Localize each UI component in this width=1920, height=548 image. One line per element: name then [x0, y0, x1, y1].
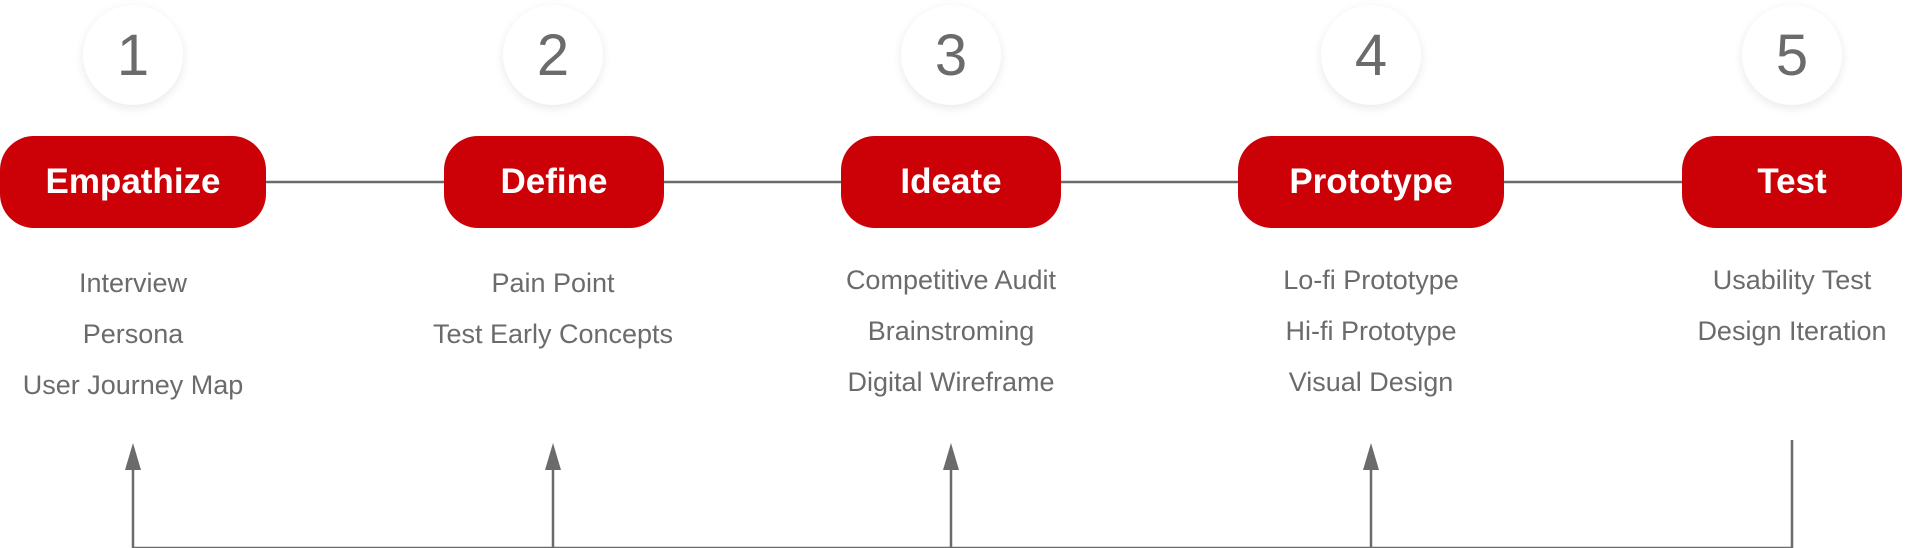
stage-item: Brainstroming	[867, 316, 1035, 346]
stage-items-3: Competitive Audit Brainstroming Digital …	[791, 255, 1111, 408]
stage-pill-define: Define	[444, 136, 664, 228]
stage-items-5: Usability Test Design Iteration	[1632, 255, 1920, 357]
stage-item: Persona	[82, 319, 184, 349]
stage-number-4: 4	[1321, 5, 1421, 105]
feedback-arrow-head-1	[125, 443, 141, 470]
stage-item: Interview	[78, 268, 188, 298]
stage-item: Pain Point	[491, 268, 615, 298]
feedback-arrow-head-2	[545, 443, 561, 470]
stage-item: Design Iteration	[1697, 316, 1887, 346]
feedback-arrow-head-3	[943, 443, 959, 470]
stage-item: User Journey Map	[22, 370, 244, 400]
stage-pill-ideate: Ideate	[841, 136, 1061, 228]
stage-number-5: 5	[1742, 5, 1842, 105]
stage-item: Usability Test	[1712, 265, 1872, 295]
stage-item: Digital Wireframe	[847, 367, 1055, 397]
stage-item: Lo-fi Prototype	[1283, 265, 1459, 295]
stage-items-4: Lo-fi Prototype Hi-fi Prototype Visual D…	[1211, 255, 1531, 408]
stage-item: Competitive Audit	[845, 265, 1057, 295]
stage-pill-test: Test	[1682, 136, 1902, 228]
stage-item: Visual Design	[1288, 367, 1454, 397]
stage-pill-empathize: Empathize	[0, 136, 266, 228]
stage-number-2: 2	[503, 5, 603, 105]
stage-number-3: 3	[901, 5, 1001, 105]
stage-items-2: Pain Point Test Early Concepts	[393, 258, 713, 360]
stage-number-1: 1	[83, 5, 183, 105]
stage-item: Test Early Concepts	[432, 319, 674, 349]
stage-pill-prototype: Prototype	[1238, 136, 1504, 228]
stage-item: Hi-fi Prototype	[1285, 316, 1457, 346]
feedback-arrow-head-4	[1363, 443, 1379, 470]
stage-items-1: Interview Persona User Journey Map	[0, 258, 293, 411]
